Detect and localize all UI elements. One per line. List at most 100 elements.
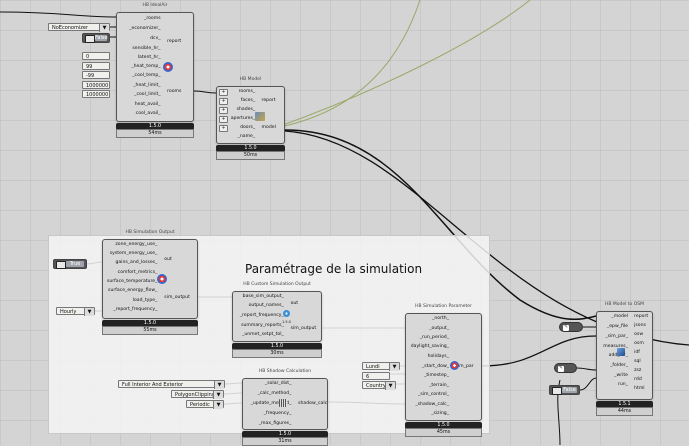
- heat-limit-panel[interactable]: 1000000: [82, 81, 110, 89]
- port-sql[interactable]: sql: [634, 359, 641, 364]
- port-out[interactable]: out: [164, 257, 172, 262]
- port-system-energy[interactable]: system_energy_use_: [109, 251, 158, 256]
- component-body[interactable]: _north_ _output_ _run_period_ daylight_s…: [405, 313, 482, 421]
- hb-custom-simulation-output-component[interactable]: HB Custom Simulation Output base_sim_out…: [232, 282, 322, 358]
- component-body[interactable]: zone_energy_use_ system_energy_use_ gain…: [102, 239, 198, 319]
- port-rooms[interactable]: _rooms: [144, 16, 161, 21]
- true-toggle[interactable]: True: [53, 259, 87, 269]
- port-faces[interactable]: faces_: [240, 98, 256, 103]
- port-daylight-saving[interactable]: daylight_saving_: [410, 344, 449, 349]
- toggle-knob[interactable]: [552, 387, 562, 395]
- port-timestep[interactable]: _timestep_: [424, 373, 449, 378]
- write-toggle[interactable]: False: [549, 385, 580, 395]
- port-report-frequency[interactable]: _report_frequency_: [113, 307, 158, 312]
- port-sim-control[interactable]: _sim_control_: [418, 392, 449, 397]
- hb-shadow-calculation-component[interactable]: HB Shadow Calculation _solar_dist_ _calc…: [242, 369, 328, 446]
- port-output-names[interactable]: output_names_: [248, 303, 284, 308]
- port-rdd[interactable]: rdd: [634, 377, 642, 382]
- terrain-dropdown[interactable]: Country ▼: [362, 381, 396, 390]
- port-apertures[interactable]: apertures_: [230, 116, 256, 121]
- port-measures[interactable]: measures_: [603, 344, 628, 349]
- timestep-panel[interactable]: 6: [362, 372, 390, 380]
- port-osm[interactable]: osm: [634, 341, 644, 346]
- port-run-period[interactable]: _run_period_: [419, 335, 449, 340]
- port-rooms[interactable]: rooms_: [238, 89, 256, 94]
- port-model[interactable]: model: [261, 125, 276, 130]
- chevron-down-icon[interactable]: ▼: [84, 308, 94, 316]
- port-start-dow[interactable]: _start_dow_: [421, 364, 449, 369]
- port-epw-file[interactable]: _epw_file: [606, 324, 628, 329]
- component-body[interactable]: _solar_dist_ _calc_method_ _update_metho…: [242, 378, 328, 430]
- chevron-down-icon[interactable]: ▼: [214, 381, 224, 389]
- hb-idealair-component[interactable]: HB IdealAir _rooms _economizer_ dcv_ sen…: [116, 3, 194, 138]
- economizer-toggle[interactable]: False: [82, 33, 110, 43]
- port-base-sim-output[interactable]: base_sim_output_: [242, 294, 284, 299]
- hb-simulation-output-component[interactable]: HB Simulation Output zone_energy_use_ sy…: [102, 230, 198, 335]
- port-unmet-setpt-tol[interactable]: _unmet_setpt_tol_: [242, 332, 284, 337]
- port-heat-temp[interactable]: _heat_temp_: [131, 64, 161, 69]
- hb-simulation-parameter-component[interactable]: HB Simulation Parameter _north_ _output_…: [405, 304, 482, 437]
- plus-icon[interactable]: +: [219, 125, 228, 132]
- hb-model-component[interactable]: HB Model + + + + + rooms_ faces_ shades_…: [216, 77, 285, 160]
- port-rooms-out[interactable]: rooms: [167, 89, 182, 94]
- port-surface-energy[interactable]: surface_energy_flow_: [108, 288, 158, 293]
- port-write[interactable]: _write: [614, 373, 628, 378]
- port-cool-temp[interactable]: _cool_temp_: [132, 73, 161, 78]
- port-sizing[interactable]: _sizing_: [431, 411, 449, 416]
- update-method-dropdown[interactable]: Periodic ▼: [186, 400, 224, 409]
- port-heat-limit[interactable]: _heat_limit_: [133, 83, 161, 88]
- port-heat-avail[interactable]: heat_avail_: [134, 102, 161, 107]
- port-max-figures[interactable]: _max_figures_: [258, 421, 292, 426]
- component-body[interactable]: _model _epw_file _sim_par_ measures_ add…: [596, 311, 653, 400]
- hb-model-to-osm-component[interactable]: HB Model to OSM _model _epw_file _sim_pa…: [596, 302, 653, 416]
- plus-icon[interactable]: +: [219, 116, 228, 123]
- port-sensible-hr[interactable]: sensible_hr_: [132, 46, 161, 51]
- port-jsons[interactable]: jsons: [634, 323, 646, 328]
- chevron-down-icon[interactable]: ▼: [389, 363, 399, 371]
- port-holidays[interactable]: holidays_: [427, 354, 449, 359]
- port-folder[interactable]: _folder_: [610, 363, 628, 368]
- port-out[interactable]: out: [290, 301, 299, 306]
- component-body[interactable]: base_sim_output_ output_names_ _report_f…: [232, 291, 322, 342]
- port-dcv[interactable]: dcv_: [150, 36, 161, 41]
- toggle-knob[interactable]: [85, 35, 95, 43]
- port-solar-dist[interactable]: _solar_dist_: [264, 381, 292, 386]
- port-run[interactable]: run_: [617, 382, 628, 387]
- toggle-knob[interactable]: [56, 261, 66, 269]
- port-report-frequency[interactable]: _report_frequency_: [239, 313, 284, 318]
- port-north[interactable]: _north_: [432, 316, 449, 321]
- port-html[interactable]: html: [634, 386, 645, 391]
- port-doors[interactable]: doors_: [240, 125, 256, 130]
- cool-limit-panel[interactable]: 1000000: [82, 90, 110, 98]
- epw-file-param[interactable]: ✎: [559, 322, 583, 332]
- component-body[interactable]: _rooms _economizer_ dcv_ sensible_hr_ la…: [116, 12, 194, 122]
- port-terrain[interactable]: _terrain_: [429, 383, 449, 388]
- plus-icon[interactable]: +: [219, 89, 228, 96]
- port-shades[interactable]: shades_: [236, 107, 256, 112]
- port-cool-avail[interactable]: cool_avail_: [135, 111, 161, 116]
- port-shadow-calc[interactable]: _shadow_calc_: [415, 402, 449, 407]
- port-sim-output[interactable]: sim_output: [290, 326, 317, 331]
- port-gains-losses[interactable]: gains_and_losses_: [115, 260, 158, 265]
- port-cool-limit[interactable]: _cool_limit_: [134, 92, 161, 97]
- port-sim-output[interactable]: sim_output: [164, 295, 190, 300]
- port-sim-par[interactable]: sim_par: [455, 364, 474, 369]
- chevron-down-icon[interactable]: ▼: [213, 401, 223, 409]
- plus-icon[interactable]: +: [219, 107, 228, 114]
- port-surface-temp[interactable]: surface_temperature_: [106, 279, 158, 284]
- port-zone-energy[interactable]: zone_energy_use_: [115, 242, 158, 247]
- port-calc-method[interactable]: _calc_method_: [257, 391, 292, 396]
- solar-dist-dropdown[interactable]: Full Interior And Exterior ▼: [118, 380, 225, 389]
- port-latent-hr[interactable]: latent_hr_: [137, 55, 161, 60]
- economizer-dropdown[interactable]: NoEconomizer ▼: [48, 23, 110, 32]
- port-comfort[interactable]: comfort_metrics_: [117, 270, 158, 275]
- chevron-down-icon[interactable]: ▼: [99, 24, 109, 32]
- port-frequency[interactable]: _frequency_: [263, 411, 292, 416]
- report-frequency-dropdown[interactable]: Hourly ▼: [56, 307, 95, 316]
- folder-param[interactable]: ✎: [554, 363, 577, 373]
- port-economizer[interactable]: _economizer_: [129, 26, 161, 31]
- latent-hr-panel[interactable]: 0: [82, 52, 110, 60]
- chevron-down-icon[interactable]: ▼: [385, 382, 395, 390]
- port-update-method[interactable]: _update_method_: [250, 401, 292, 406]
- port-summary-reports[interactable]: summary_reports_: [241, 323, 284, 328]
